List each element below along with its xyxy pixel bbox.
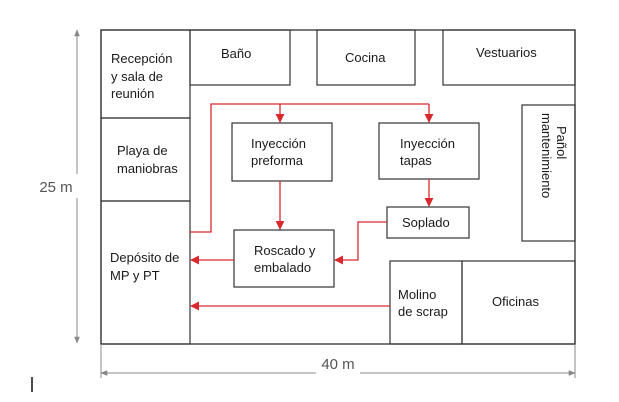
room-inyeccion-tapas [378, 122, 480, 180]
material-flow [190, 103, 434, 311]
room-oficinas [461, 260, 576, 345]
playa-label: Playa de maniobras [117, 143, 178, 176]
width-label: 40 m [321, 356, 354, 373]
room-cocina [316, 29, 416, 86]
flow-deposito-to-top-line [190, 103, 429, 233]
vestuarios-label: Vestuarios [476, 45, 537, 60]
panol-label: Pañol mantenimiento [539, 113, 569, 198]
roscado-label: Roscado y embalado [254, 243, 319, 275]
rooms [100, 29, 576, 345]
oficinas-label: Oficinas [492, 294, 539, 309]
room-deposito [100, 200, 191, 345]
molino-label: Molino de scrap [398, 287, 448, 319]
flow-soplado-to-roscado [334, 221, 387, 265]
room-roscado [233, 229, 335, 288]
height-label: 25 m [39, 179, 72, 196]
inyeccion-preforma-label: Inyección preforma [251, 136, 310, 168]
bano-label: Baño [221, 46, 251, 61]
room-labels: Recepción y sala de reunión Playa de man… [110, 45, 569, 319]
deposito-label: Depósito de MP y PT [110, 250, 183, 283]
soplado-label: Soplado [402, 215, 450, 230]
room-bano [189, 29, 291, 86]
inyeccion-tapas-label: Inyección tapas [400, 136, 459, 168]
recepcion-label: Recepción y sala de reunión [111, 51, 176, 101]
cocina-label: Cocina [345, 50, 386, 65]
room-vestuarios [442, 29, 576, 86]
room-playa [100, 117, 191, 202]
dimension-annotations: 25 m 40 m [39, 29, 576, 378]
room-inyeccion-preforma [231, 122, 333, 182]
room-panol [521, 104, 576, 242]
room-molino [389, 260, 463, 345]
